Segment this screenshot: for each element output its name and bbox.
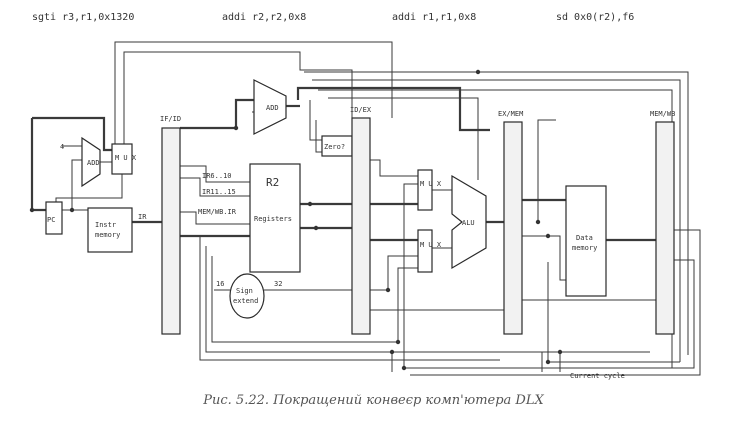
wire-junctions bbox=[29, 69, 563, 371]
reg-input-ir-rt: IR11..15 bbox=[202, 188, 236, 196]
sign-extend-label-2: extend bbox=[233, 297, 258, 305]
data-memory-label-1: Data bbox=[576, 234, 593, 242]
data-memory bbox=[565, 185, 607, 297]
pc-mux bbox=[111, 143, 133, 175]
latch-mem-wb-label: MEM/WB bbox=[650, 110, 675, 118]
instruction-memory bbox=[87, 207, 133, 253]
adder-pc bbox=[81, 136, 101, 188]
register-file bbox=[249, 163, 301, 273]
bits-in-label: 16 bbox=[216, 280, 224, 288]
sign-extend bbox=[229, 273, 265, 319]
pc-register bbox=[45, 201, 63, 235]
current-cycle-label: Current cycle bbox=[570, 372, 625, 380]
latch-ex-mem-label: EX/MEM bbox=[498, 110, 523, 118]
figure-caption: Рис. 5.22. Покращений конвеєр комп'ютера… bbox=[203, 393, 544, 408]
latch-if-id bbox=[161, 127, 181, 335]
adder-pc-label: ADD bbox=[87, 159, 100, 167]
register-file-label: Registers bbox=[254, 215, 292, 223]
pc-mux-label: M U X bbox=[115, 154, 137, 162]
reg-input-ir-rs: IR6..10 bbox=[202, 172, 232, 180]
latch-id-ex-label: ID/EX bbox=[350, 106, 372, 114]
zero-test-label: Zero? bbox=[324, 143, 345, 151]
adder-branch bbox=[253, 79, 287, 135]
bits-out-label: 32 bbox=[274, 280, 282, 288]
wiring bbox=[30, 41, 701, 376]
instruction-3: addi r1,r1,0x8 bbox=[392, 12, 476, 23]
instruction-2: addi r2,r2,0x8 bbox=[222, 12, 306, 23]
alu-mux-upper bbox=[417, 169, 433, 211]
instruction-memory-label-1: Instr bbox=[95, 221, 116, 229]
adder-branch-label: ADD bbox=[266, 104, 279, 112]
pc-label: PC bbox=[47, 216, 55, 224]
latch-ex-mem bbox=[503, 121, 523, 335]
alu-mux-lower-label: M U X bbox=[420, 241, 442, 249]
alu-mux-upper-label: M U X bbox=[420, 180, 442, 188]
latch-id-ex bbox=[351, 117, 371, 335]
instruction-4: sd 0x0(r2),f6 bbox=[556, 12, 634, 23]
alu bbox=[451, 174, 487, 270]
latch-mem-wb bbox=[655, 121, 675, 335]
reg-input-memwb-ir: MEM/WB.IR bbox=[198, 208, 237, 216]
instruction-memory-label-2: memory bbox=[95, 231, 120, 239]
data-memory-label-2: memory bbox=[572, 244, 597, 252]
latch-if-id-label: IF/ID bbox=[160, 115, 181, 123]
alu-mux-lower bbox=[417, 229, 433, 273]
sign-extend-label-1: Sign bbox=[236, 287, 253, 295]
instruction-1: sgti r3,r1,0x1320 bbox=[32, 12, 134, 23]
constant-four: 4 bbox=[60, 143, 64, 151]
register-file-title: R2 bbox=[266, 176, 279, 189]
ir-label: IR bbox=[138, 213, 147, 221]
alu-label: ALU bbox=[462, 219, 475, 227]
